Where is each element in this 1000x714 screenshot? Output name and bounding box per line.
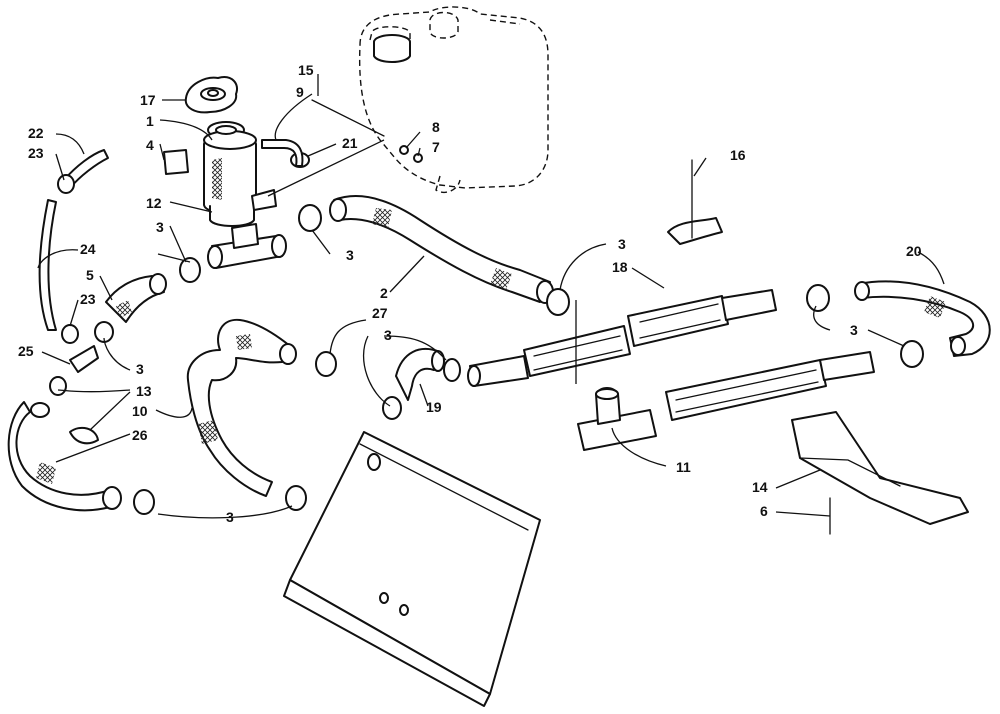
label-plate	[163, 149, 189, 175]
bolt-15	[311, 99, 385, 137]
callout-26: 26	[132, 427, 148, 443]
callout-25: 25	[18, 343, 34, 359]
callout-10: 10	[132, 403, 148, 419]
callout-17: 17	[140, 92, 156, 108]
callout-12: 12	[146, 195, 162, 211]
callout-2: 2	[380, 285, 388, 301]
callout-22: 22	[28, 125, 44, 141]
callout-7: 7	[432, 139, 440, 155]
callout-8: 8	[432, 119, 440, 135]
callout-3-e: 3	[850, 322, 858, 338]
radiator-cap	[184, 76, 238, 114]
callout-3-b: 3	[136, 361, 144, 377]
callout-19: 19	[426, 399, 442, 415]
callout-3-c: 3	[346, 247, 354, 263]
callout-23-a: 23	[28, 145, 44, 161]
callout-3-a: 3	[156, 219, 164, 235]
callout-1: 1	[146, 113, 154, 129]
hose-2	[329, 195, 554, 304]
callout-15: 15	[298, 62, 314, 78]
callout-18: 18	[612, 259, 628, 275]
callout-6: 6	[760, 503, 768, 519]
hose-10	[186, 318, 297, 497]
filler-neck-tank	[203, 121, 277, 227]
callout-27: 27	[372, 305, 388, 321]
t-fitting	[207, 223, 287, 269]
callout-9: 9	[296, 84, 304, 100]
overflow-hose-24	[38, 149, 109, 331]
radiator-panel	[283, 431, 541, 707]
callout-24: 24	[80, 241, 96, 257]
callouts: 17 1 4 12 3 15 9 21 8 7 16 22 23 24 5 23…	[18, 62, 922, 525]
callout-21: 21	[342, 135, 358, 151]
callout-3-g: 3	[226, 509, 234, 525]
callout-16: 16	[730, 147, 746, 163]
hose-clamps	[49, 152, 924, 515]
vent-tube-9	[261, 139, 304, 167]
leader-lines	[37, 74, 945, 519]
hose-5	[105, 273, 167, 323]
elbow-11	[577, 387, 657, 451]
callout-3-d: 3	[618, 236, 626, 252]
callout-13: 13	[136, 383, 152, 399]
callout-4: 4	[146, 137, 154, 153]
heat-exchanger-18	[467, 289, 777, 387]
bracket-16	[667, 217, 723, 245]
callout-5: 5	[86, 267, 94, 283]
callout-3-f: 3	[384, 327, 392, 343]
reservoir-tank	[358, 6, 549, 194]
hose-20	[854, 280, 991, 357]
y-fitting-25	[69, 345, 99, 373]
callout-11: 11	[676, 459, 691, 475]
callout-20: 20	[906, 243, 922, 259]
hose-26	[7, 401, 122, 512]
heat-exchanger-lower	[665, 351, 875, 421]
skid-plate-14	[791, 411, 969, 525]
hose-19	[395, 348, 445, 401]
callout-23-b: 23	[80, 291, 96, 307]
callout-14: 14	[752, 479, 768, 495]
